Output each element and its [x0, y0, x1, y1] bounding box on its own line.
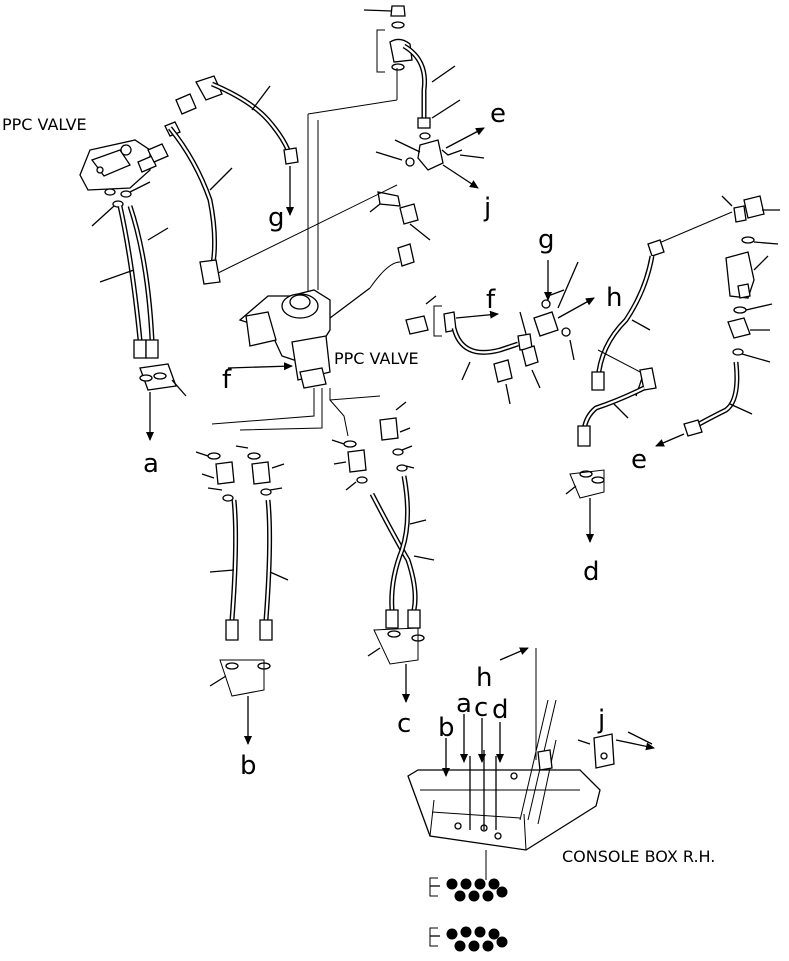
right-upper-fittings	[565, 195, 780, 543]
callout-g-left: g	[268, 203, 285, 233]
callout-e-top: e	[490, 99, 506, 129]
ppc-valve-left-label: PPC VALVE	[2, 115, 87, 134]
top-hose-assembly	[211, 5, 485, 277]
right-middle-fittings	[405, 260, 595, 405]
callout-d: d	[583, 557, 600, 587]
callout-g-right: g	[538, 225, 555, 255]
callout-c-console: c	[474, 693, 488, 723]
callout-d-console: d	[492, 695, 509, 725]
callout-h-console: h	[476, 663, 492, 693]
callout-e-right: e	[631, 445, 647, 475]
callout-b-console: b	[438, 713, 455, 743]
callout-a-console: a	[456, 689, 472, 719]
diagram-labels: PPC VALVE PPC VALVE CONSOLE BOX R.H. a b…	[2, 99, 715, 866]
callout-c: c	[397, 709, 411, 739]
console-box	[407, 647, 655, 952]
ppc-valve-center-label: PPC VALVE	[334, 349, 419, 368]
center-ppc-valve	[211, 114, 415, 437]
callout-f-right: f	[486, 285, 496, 315]
callout-j-console: j	[597, 705, 605, 735]
center-lower-fittings	[195, 401, 435, 745]
left-ppc-valve	[79, 75, 299, 441]
callout-a: a	[143, 449, 159, 479]
callout-h-right: h	[606, 283, 622, 313]
callout-j-top: j	[483, 193, 491, 223]
callout-f-left: f	[222, 365, 232, 395]
callout-b: b	[240, 751, 257, 781]
console-box-label: CONSOLE BOX R.H.	[562, 847, 715, 866]
